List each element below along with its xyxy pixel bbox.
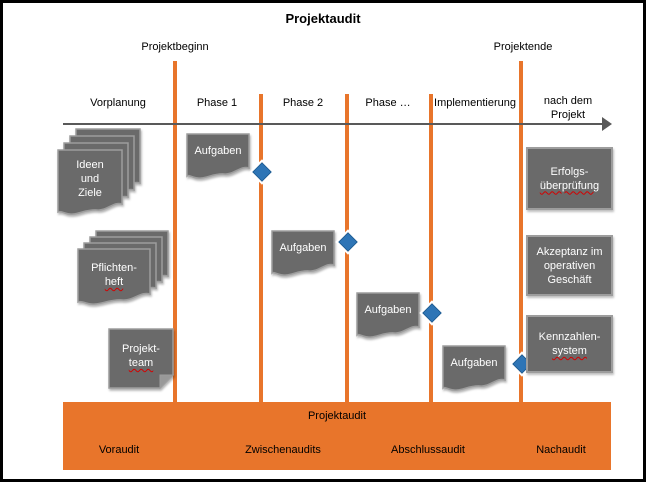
stacked-documents-pflichtenheft: Pflichten- heft bbox=[77, 230, 169, 308]
wave-document-icon bbox=[186, 133, 250, 179]
phase-label-nach-dem-projekt: nach dem Projekt bbox=[543, 95, 593, 121]
page-title: Projektaudit bbox=[285, 11, 361, 26]
task-box-phase2: Aufgaben bbox=[271, 230, 335, 280]
audit-label-abschlussaudit: Abschlussaudit bbox=[391, 444, 465, 456]
task-box-implementierung: Aufgaben bbox=[442, 345, 506, 395]
pflichtenheft-text: Pflichten- heft bbox=[91, 262, 137, 288]
wave-document-icon bbox=[356, 292, 420, 338]
wave-document-icon bbox=[442, 345, 506, 391]
phase-label-implementierung: Implementierung bbox=[434, 97, 516, 109]
note-projektteam: Projekt- team bbox=[108, 328, 174, 389]
timeline-arrowhead-icon bbox=[602, 117, 612, 131]
audit-bar-title: Projektaudit bbox=[307, 410, 367, 422]
folded-note-icon bbox=[108, 328, 174, 389]
task-box-phase3: Aufgaben bbox=[356, 292, 420, 342]
begin-milestone-line bbox=[173, 61, 177, 402]
wave-document-icon bbox=[271, 230, 335, 276]
project-end-label: Projektende bbox=[493, 41, 553, 53]
ideen-ziele-text: Ideen und Ziele bbox=[76, 159, 104, 199]
audit-label-zwischenaudits: Zwischenaudits bbox=[245, 444, 321, 456]
outcome-box-erfolgsueberpruefung: Erfolgs- überprüfung bbox=[526, 147, 613, 210]
projektteam-text: Projekt- team bbox=[122, 343, 160, 369]
phase1-phase2-divider-line bbox=[259, 94, 263, 402]
document-stack-icon bbox=[57, 128, 141, 215]
project-begin-label: Projektbeginn bbox=[141, 41, 209, 53]
milestone-diamond-icon bbox=[419, 300, 445, 326]
milestone-diamond-icon bbox=[335, 229, 361, 255]
phase3-implementierung-divider-line bbox=[429, 94, 433, 402]
milestone-diamond-icon bbox=[249, 159, 275, 185]
audit-label-nachaudit: Nachaudit bbox=[536, 444, 586, 456]
outcome-box-kennzahlensystem: Kennzahlen- system bbox=[526, 315, 613, 373]
audit-label-voraudit: Voraudit bbox=[98, 444, 140, 456]
task-label: Aufgaben bbox=[279, 242, 327, 254]
task-label: Aufgaben bbox=[450, 357, 498, 369]
timeline-axis bbox=[63, 123, 604, 125]
phase-label-phase1: Phase 1 bbox=[196, 97, 238, 109]
phase-label-phase2: Phase 2 bbox=[282, 97, 324, 109]
end-milestone-line bbox=[519, 61, 523, 402]
task-box-phase1: Aufgaben bbox=[186, 133, 250, 183]
outcome-box-akzeptanz: Akzeptanz im operativen Geschäft bbox=[526, 235, 613, 296]
task-label: Aufgaben bbox=[194, 145, 242, 157]
task-label: Aufgaben bbox=[364, 304, 412, 316]
audit-bar bbox=[63, 402, 611, 470]
phase-label-phase-dots: Phase … bbox=[365, 97, 411, 109]
stacked-documents-ideen-ziele: Ideen und Ziele bbox=[57, 128, 141, 216]
phase-label-vorplanung: Vorplanung bbox=[90, 97, 146, 109]
document-stack-icon bbox=[77, 230, 169, 305]
